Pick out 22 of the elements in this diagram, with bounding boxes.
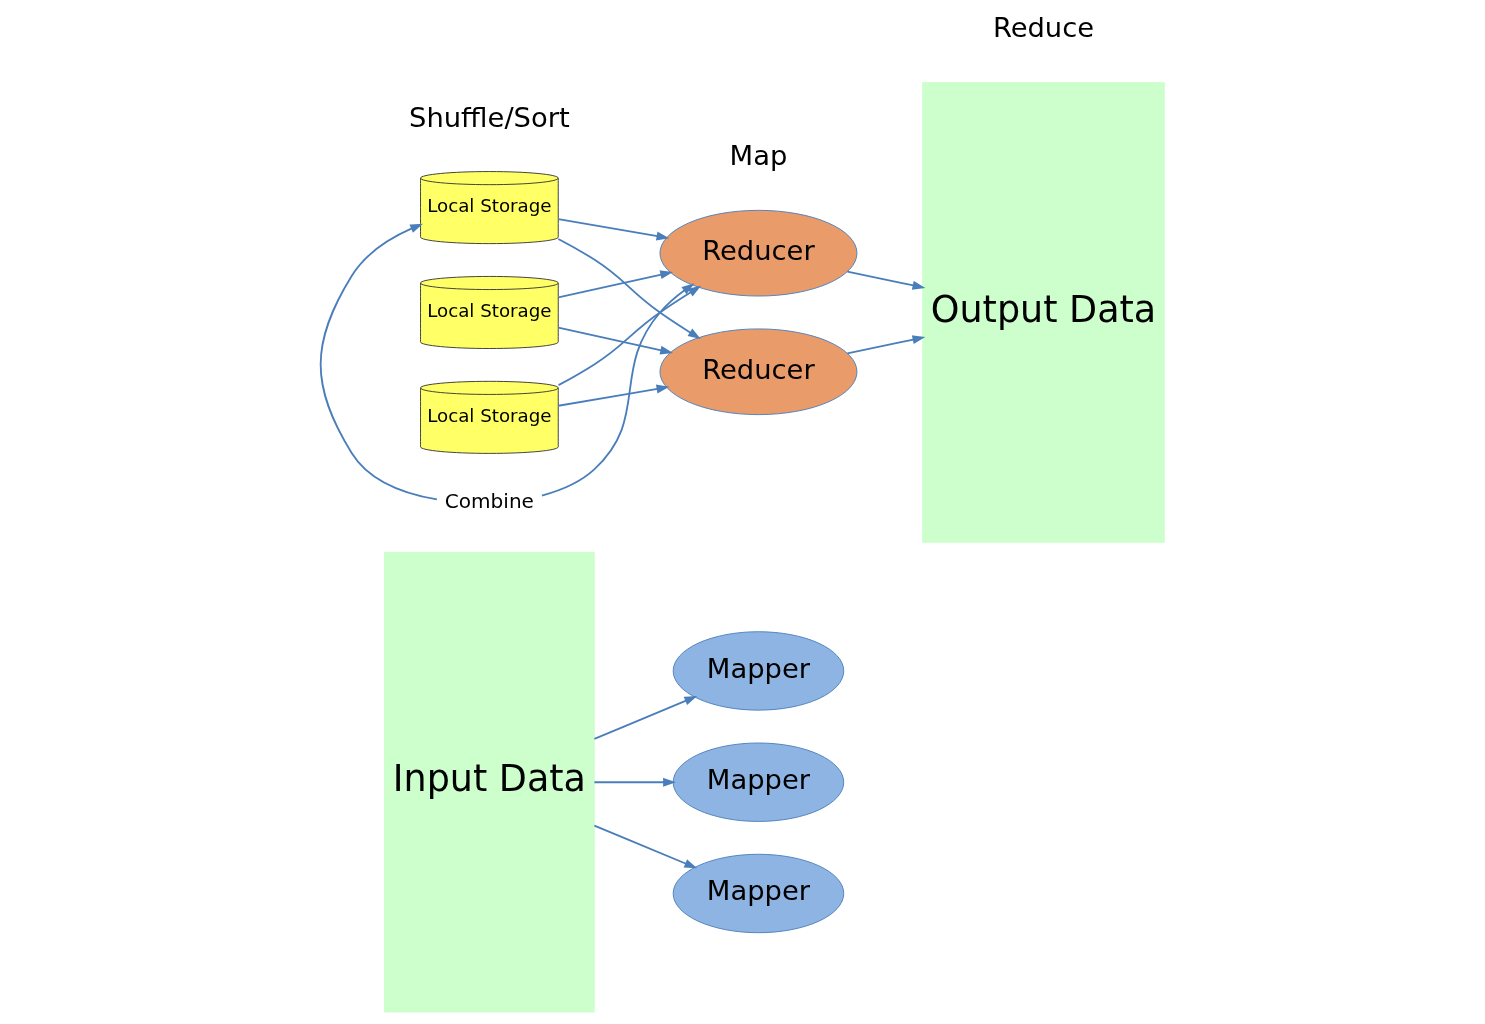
arrow (541, 283, 695, 497)
label: Map (729, 140, 788, 172)
arrow (557, 326, 673, 355)
arrow (593, 696, 698, 740)
node-ellipse: Mapper (672, 853, 845, 934)
arrow (846, 270, 926, 290)
arrow (319, 223, 438, 501)
arrow (846, 335, 926, 355)
node-box: Input Data (384, 551, 595, 1013)
node-ellipse: Mapper (672, 631, 845, 711)
node-ellipse: Mapper (672, 742, 845, 822)
label: Shuffle/Sort (409, 101, 570, 133)
arrow (557, 218, 670, 241)
arrow (593, 824, 698, 869)
arrow (557, 384, 670, 407)
node-text: Combine (444, 489, 534, 514)
arrow (557, 238, 701, 340)
label: Reduce (992, 12, 1095, 44)
node-box: Output Data (922, 82, 1165, 543)
arrow (557, 285, 702, 387)
arrow (593, 777, 676, 787)
arrow (557, 270, 673, 299)
